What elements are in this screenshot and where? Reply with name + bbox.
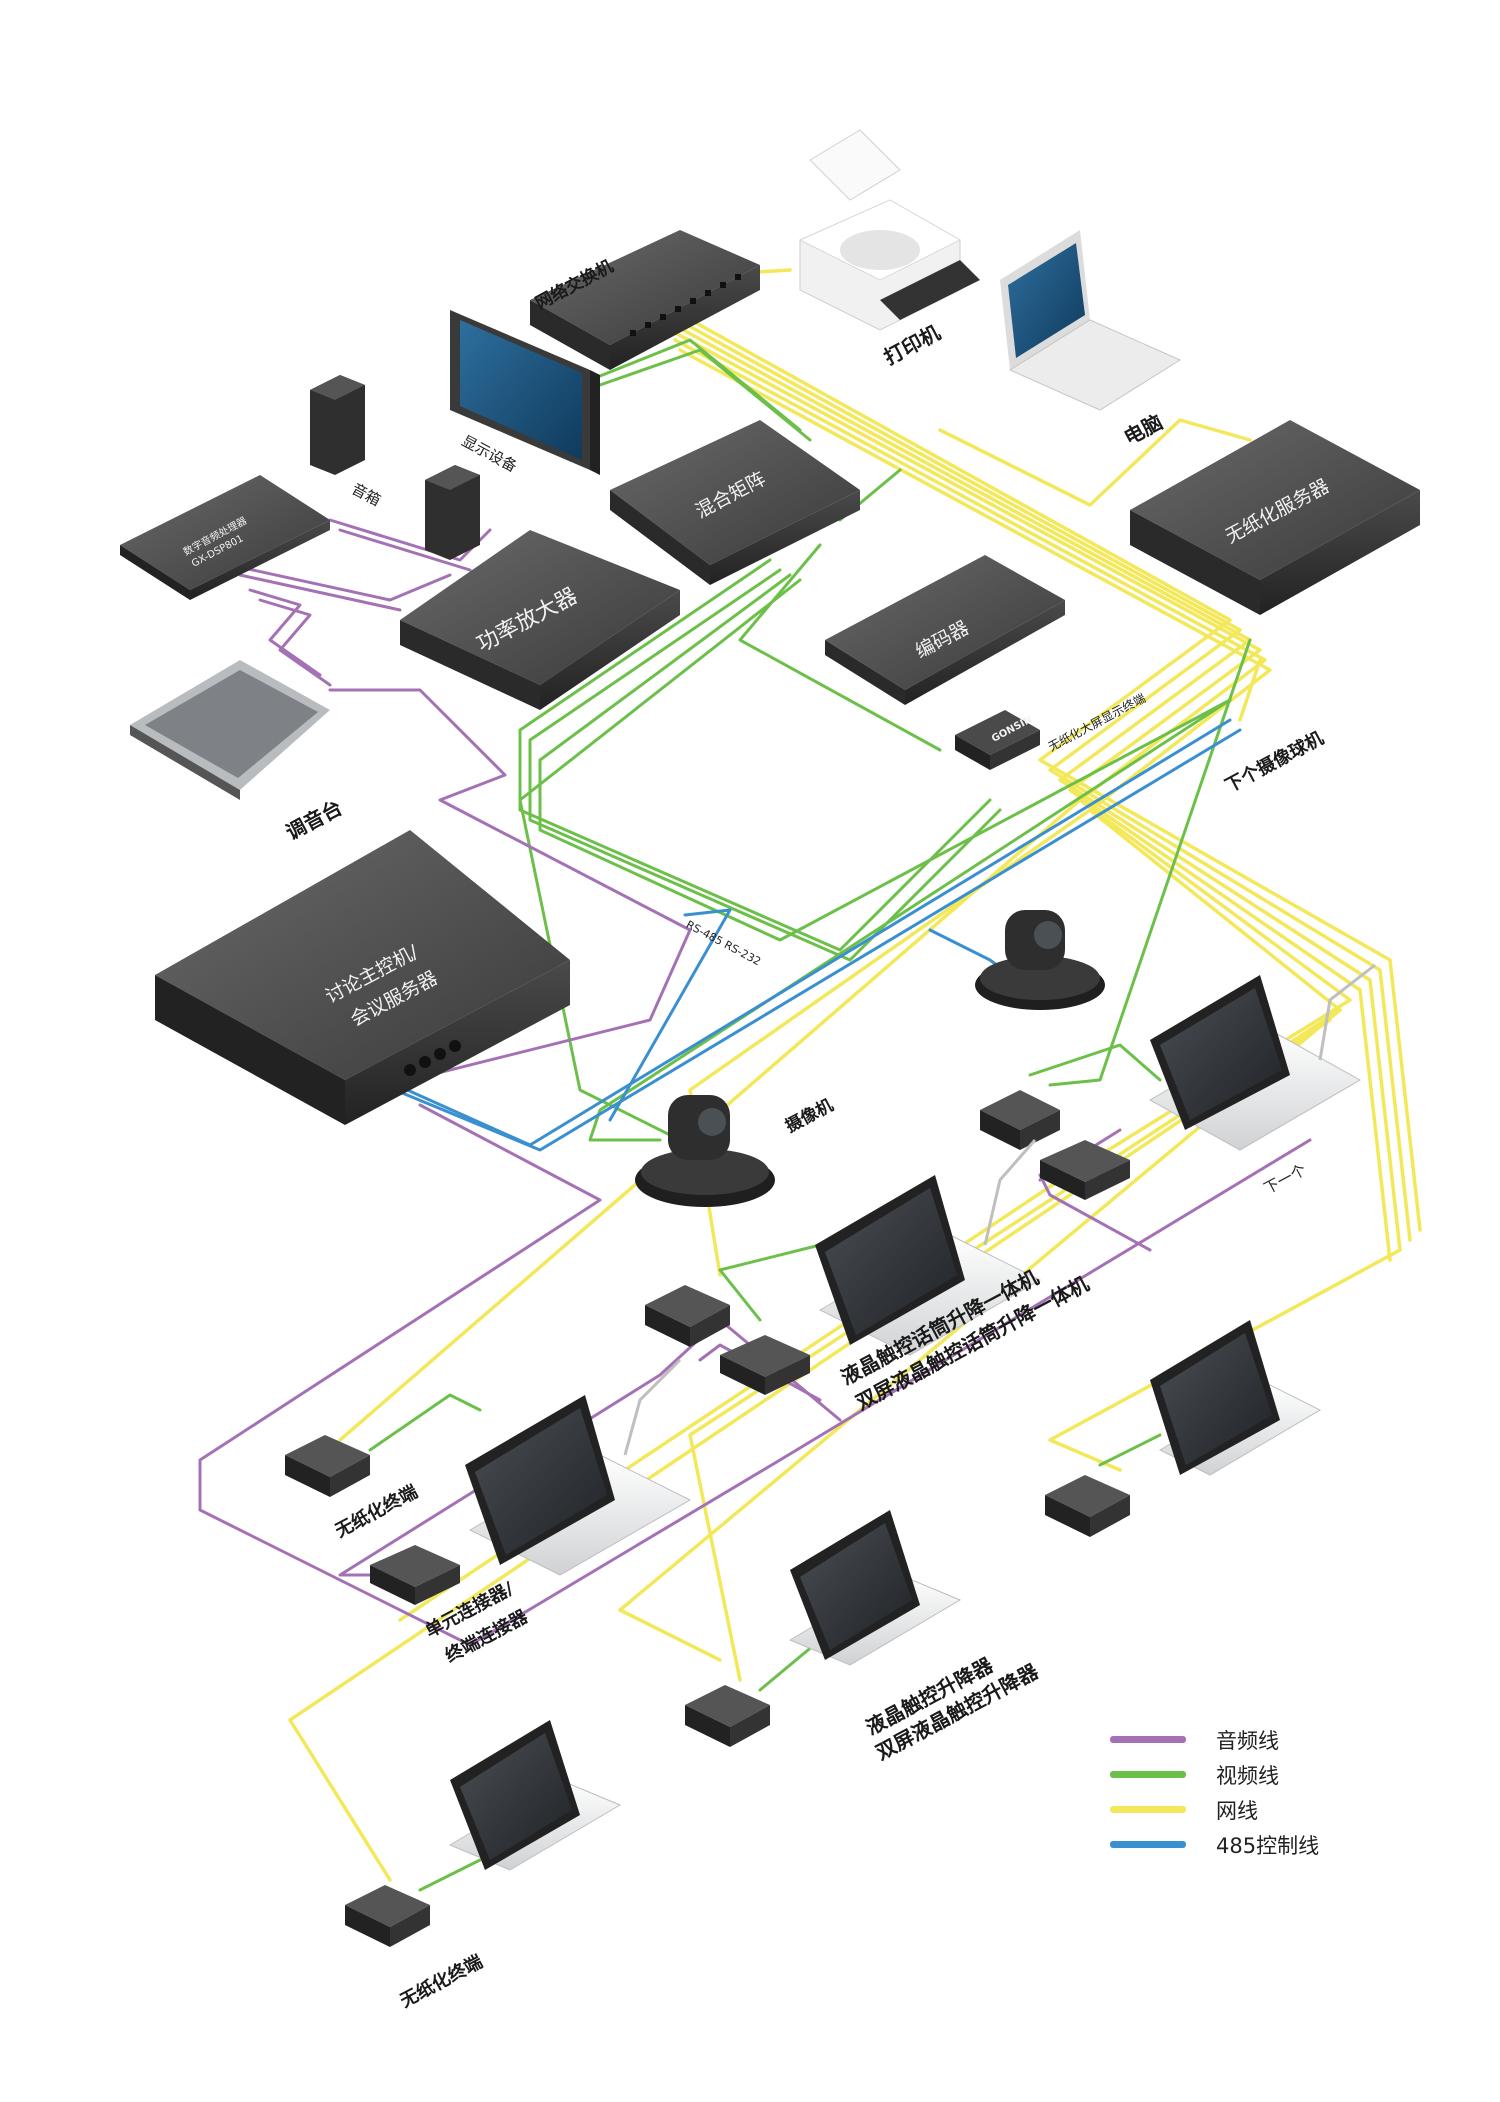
speaker-device-1 xyxy=(310,375,365,475)
lift-terminal-3 xyxy=(465,1395,692,1576)
lift-terminal-6 xyxy=(448,1720,622,1871)
paperless-server-device xyxy=(1130,420,1420,615)
legend-label-video: 视频线 xyxy=(1216,1763,1279,1788)
mixer-device xyxy=(130,660,330,800)
mixing-matrix-device xyxy=(610,420,860,585)
dsp-device xyxy=(120,475,330,600)
wireless-display-box xyxy=(955,710,1040,770)
box-3 xyxy=(645,1285,730,1347)
legend-swatch-network xyxy=(1110,1806,1186,1813)
legend-item-network: 网线 xyxy=(1110,1792,1350,1827)
printer-device xyxy=(798,129,980,331)
display-device xyxy=(450,310,600,475)
box-6 xyxy=(370,1545,460,1605)
box-7 xyxy=(1045,1475,1130,1537)
power-amp-device xyxy=(400,530,680,710)
box-5 xyxy=(285,1435,370,1497)
camera-device-2 xyxy=(635,1095,775,1207)
speaker-device-2 xyxy=(425,465,480,560)
lift-terminal-4 xyxy=(1150,1320,1322,1476)
camera-device-1 xyxy=(975,910,1105,1010)
legend-label-audio: 音频线 xyxy=(1216,1728,1279,1753)
microphones xyxy=(623,963,1376,1456)
box-9 xyxy=(345,1885,430,1947)
legend-item-control: 485控制线 xyxy=(1110,1827,1350,1862)
main-unit-device xyxy=(155,830,570,1125)
lift-terminal-1 xyxy=(1148,975,1362,1151)
box-4 xyxy=(720,1335,810,1395)
box-2 xyxy=(1040,1140,1130,1200)
control-cables xyxy=(383,718,1242,1152)
box-1 xyxy=(980,1090,1060,1150)
small-boxes xyxy=(285,1090,1130,1947)
legend-item-audio: 音频线 xyxy=(1110,1722,1350,1757)
lift-terminal-2 xyxy=(815,1175,1042,1356)
legend-label-control: 485控制线 xyxy=(1216,1833,1320,1858)
laptop-device xyxy=(1000,230,1182,411)
lift-terminal-5 xyxy=(788,1510,962,1666)
encoder-device xyxy=(825,555,1065,705)
legend-label-network: 网线 xyxy=(1216,1798,1258,1823)
legend: 音频线 视频线 网线 485控制线 xyxy=(1110,1722,1350,1862)
network-switch-device xyxy=(530,230,760,370)
legend-item-video: 视频线 xyxy=(1110,1757,1350,1792)
legend-swatch-control xyxy=(1110,1841,1186,1848)
box-8 xyxy=(685,1685,770,1747)
legend-swatch-audio xyxy=(1110,1736,1186,1743)
legend-swatch-video xyxy=(1110,1771,1186,1778)
